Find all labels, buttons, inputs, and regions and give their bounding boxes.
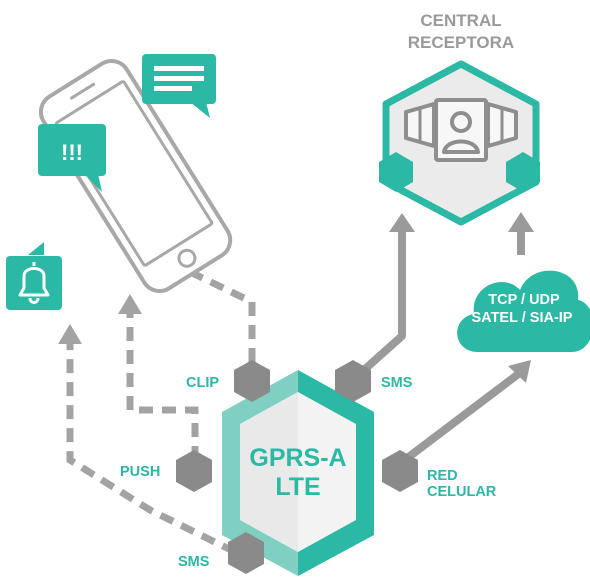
- red-celular-arrow: [508, 360, 531, 383]
- phone-speaker: [70, 82, 96, 100]
- cloud-central-arrow: [508, 212, 534, 232]
- central-title-line1: CENTRAL: [420, 11, 501, 30]
- alert-bubble-icon: !!!: [38, 124, 106, 192]
- connection-lines: [58, 212, 534, 556]
- sms-central-arrow: [389, 213, 415, 232]
- label-red-line2: CELULAR: [427, 484, 497, 500]
- push-dashed-line: [126, 312, 199, 460]
- cloud-protocols: TCP / UDP SATEL / SIA-IP: [457, 270, 590, 352]
- bell-icon: [6, 242, 62, 310]
- port-hexagons: [176, 360, 418, 574]
- sms-central-line: [352, 225, 406, 381]
- central-port-left: [379, 152, 413, 192]
- sms-phone-dashed-line: [66, 342, 237, 556]
- device-title-line1: GPRS-A: [249, 444, 346, 472]
- central-title-line2: RECEPTORA: [408, 33, 514, 52]
- label-sms-phone: SMS: [178, 554, 210, 570]
- alert-text: !!!: [61, 140, 83, 165]
- central-port-right: [506, 152, 540, 192]
- label-clip: CLIP: [186, 375, 219, 391]
- push-arrow: [118, 294, 142, 314]
- port-sms-phone: [228, 532, 264, 574]
- label-push: PUSH: [120, 464, 160, 480]
- central-receptora: CENTRAL RECEPTORA: [379, 11, 540, 226]
- device-title-line2: LTE: [275, 473, 320, 501]
- cloud-icon: [457, 270, 590, 352]
- operator-icon: [404, 98, 518, 162]
- port-push: [176, 450, 212, 492]
- device-hex-inner-left: [240, 392, 298, 552]
- label-sms-central: SMS: [381, 375, 413, 391]
- gprs-device: GPRS-A LTE: [222, 370, 374, 576]
- connection-labels: CLIP SMS PUSH RED CELULAR SMS: [120, 375, 497, 570]
- port-sms-central: [335, 360, 371, 402]
- red-celular-line: [398, 368, 525, 466]
- cloud-text-line1: TCP / UDP: [488, 292, 560, 308]
- label-red-line1: RED: [427, 468, 458, 484]
- sms-phone-arrow: [58, 324, 82, 344]
- phone-home-button: [177, 248, 197, 268]
- message-bubble-icon: [142, 54, 216, 118]
- port-clip: [234, 360, 270, 402]
- cloud-text-line2: SATEL / SIA-IP: [472, 310, 573, 326]
- clip-dashed-line: [180, 264, 256, 362]
- port-red-celular: [382, 450, 418, 492]
